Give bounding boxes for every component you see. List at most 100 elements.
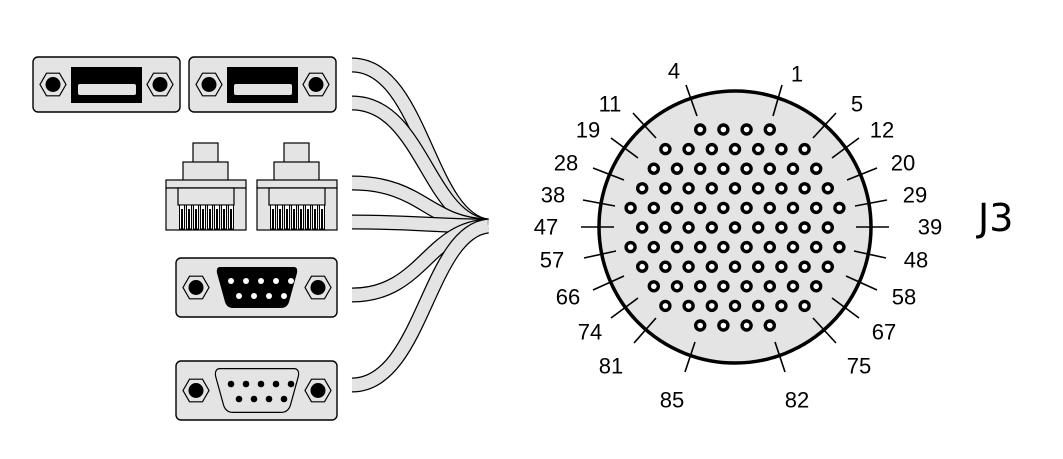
db9-pin [280, 395, 288, 403]
contact-pin [705, 142, 718, 156]
contact-pin [752, 142, 765, 156]
pin-callout: 81 [599, 317, 657, 379]
contact-pin [763, 201, 776, 215]
contact-pin [810, 201, 823, 215]
contact-pin [647, 201, 660, 215]
contact-pin [752, 299, 765, 313]
pin-label: 28 [554, 151, 578, 176]
pin-callout: 48 [853, 248, 928, 273]
pin-callout: 4 [668, 59, 698, 117]
contact-pin [694, 201, 707, 215]
pin-label: 85 [660, 388, 684, 413]
pin-callout: 19 [576, 118, 639, 159]
contact-pin [682, 182, 695, 195]
db9-pin [266, 293, 272, 299]
rj45-pin [200, 204, 206, 230]
pin-label: 81 [599, 354, 623, 379]
leader-line [854, 199, 888, 207]
db9-pin [251, 293, 257, 299]
screw-icon [195, 72, 223, 97]
rj45-pin [179, 204, 185, 230]
db9-pin [265, 395, 273, 403]
contact-pin [821, 260, 834, 273]
leader-line [812, 317, 837, 344]
rj45-pin [284, 204, 290, 230]
pin-callout: 11 [599, 92, 657, 139]
contact-pin [717, 319, 730, 332]
pin-labels: 1451112192028293839474857586667747581828… [534, 59, 942, 413]
pin-label: 19 [576, 118, 600, 143]
db9-pin [250, 395, 258, 403]
leader-line [845, 275, 878, 291]
contact-pin [810, 162, 823, 175]
db9-male-connector [175, 257, 338, 318]
contact-pin [763, 319, 776, 332]
contact-pin [694, 123, 707, 136]
leader-line [633, 317, 657, 344]
screw-icon [182, 378, 210, 403]
pin-callout: 47 [534, 215, 614, 240]
flat-port-slot [234, 84, 292, 95]
contact-pin [682, 221, 695, 234]
leader-line [592, 275, 625, 291]
flat-connector [32, 56, 181, 113]
contact-pin [659, 260, 672, 273]
screw-icon [302, 72, 330, 97]
db9-pin [273, 278, 279, 284]
contact-pin [717, 240, 730, 254]
contact-pin [740, 240, 753, 254]
contact-pin [717, 162, 730, 175]
rj45-pin [214, 204, 220, 230]
db9-pin [243, 278, 249, 284]
leader-line [853, 250, 887, 259]
leader-line [610, 297, 639, 319]
pin-callout: 67 [831, 297, 896, 345]
contact-pin [682, 142, 695, 156]
pin-label: 1 [791, 62, 803, 87]
contact-pin [786, 162, 800, 175]
pin-callout: 74 [578, 297, 639, 345]
rj45-plug [256, 142, 338, 231]
flat-port-slot [78, 84, 136, 95]
pin-label: 48 [904, 248, 928, 273]
pin-callout: 85 [660, 341, 696, 413]
contact-pin [775, 182, 788, 195]
leader-line [831, 297, 860, 319]
contact-pin [624, 240, 637, 254]
contact-pin [728, 299, 742, 313]
leader-line [831, 137, 860, 159]
contact-pin [798, 260, 811, 273]
contact-pin [740, 280, 753, 293]
pin-label: 66 [556, 285, 580, 310]
rj45-plug [165, 142, 247, 231]
contact-pin [728, 142, 742, 156]
circular-connector-j3 [597, 89, 873, 365]
contact-pin [752, 260, 765, 273]
db9-pin [281, 293, 287, 299]
pin-callout: 66 [556, 275, 625, 310]
cable-bundle [340, 40, 490, 420]
contact-pin [682, 260, 695, 273]
contact-pin [659, 182, 672, 195]
db9-pin [228, 278, 234, 284]
leader-line [812, 112, 837, 139]
db9-pin [272, 380, 280, 388]
rj45-pin [312, 204, 318, 230]
pin-callout: 29 [854, 183, 927, 208]
pin-callout: 39 [856, 215, 942, 240]
contact-pin [624, 201, 637, 215]
pin-callout: 75 [812, 317, 871, 379]
contact-pin [821, 221, 834, 234]
contact-pin [821, 182, 834, 195]
contact-pin [636, 260, 649, 273]
pin-callout: 5 [812, 92, 863, 139]
contact-pin [636, 182, 649, 195]
pin-callout: 28 [554, 151, 625, 181]
contact-pin [798, 182, 811, 195]
contact-pin [694, 162, 707, 175]
contact-pin [763, 162, 776, 175]
contact-pin [647, 240, 660, 254]
pin-label: 39 [918, 215, 942, 240]
leader-line [772, 84, 783, 117]
contact-pin [798, 221, 811, 234]
